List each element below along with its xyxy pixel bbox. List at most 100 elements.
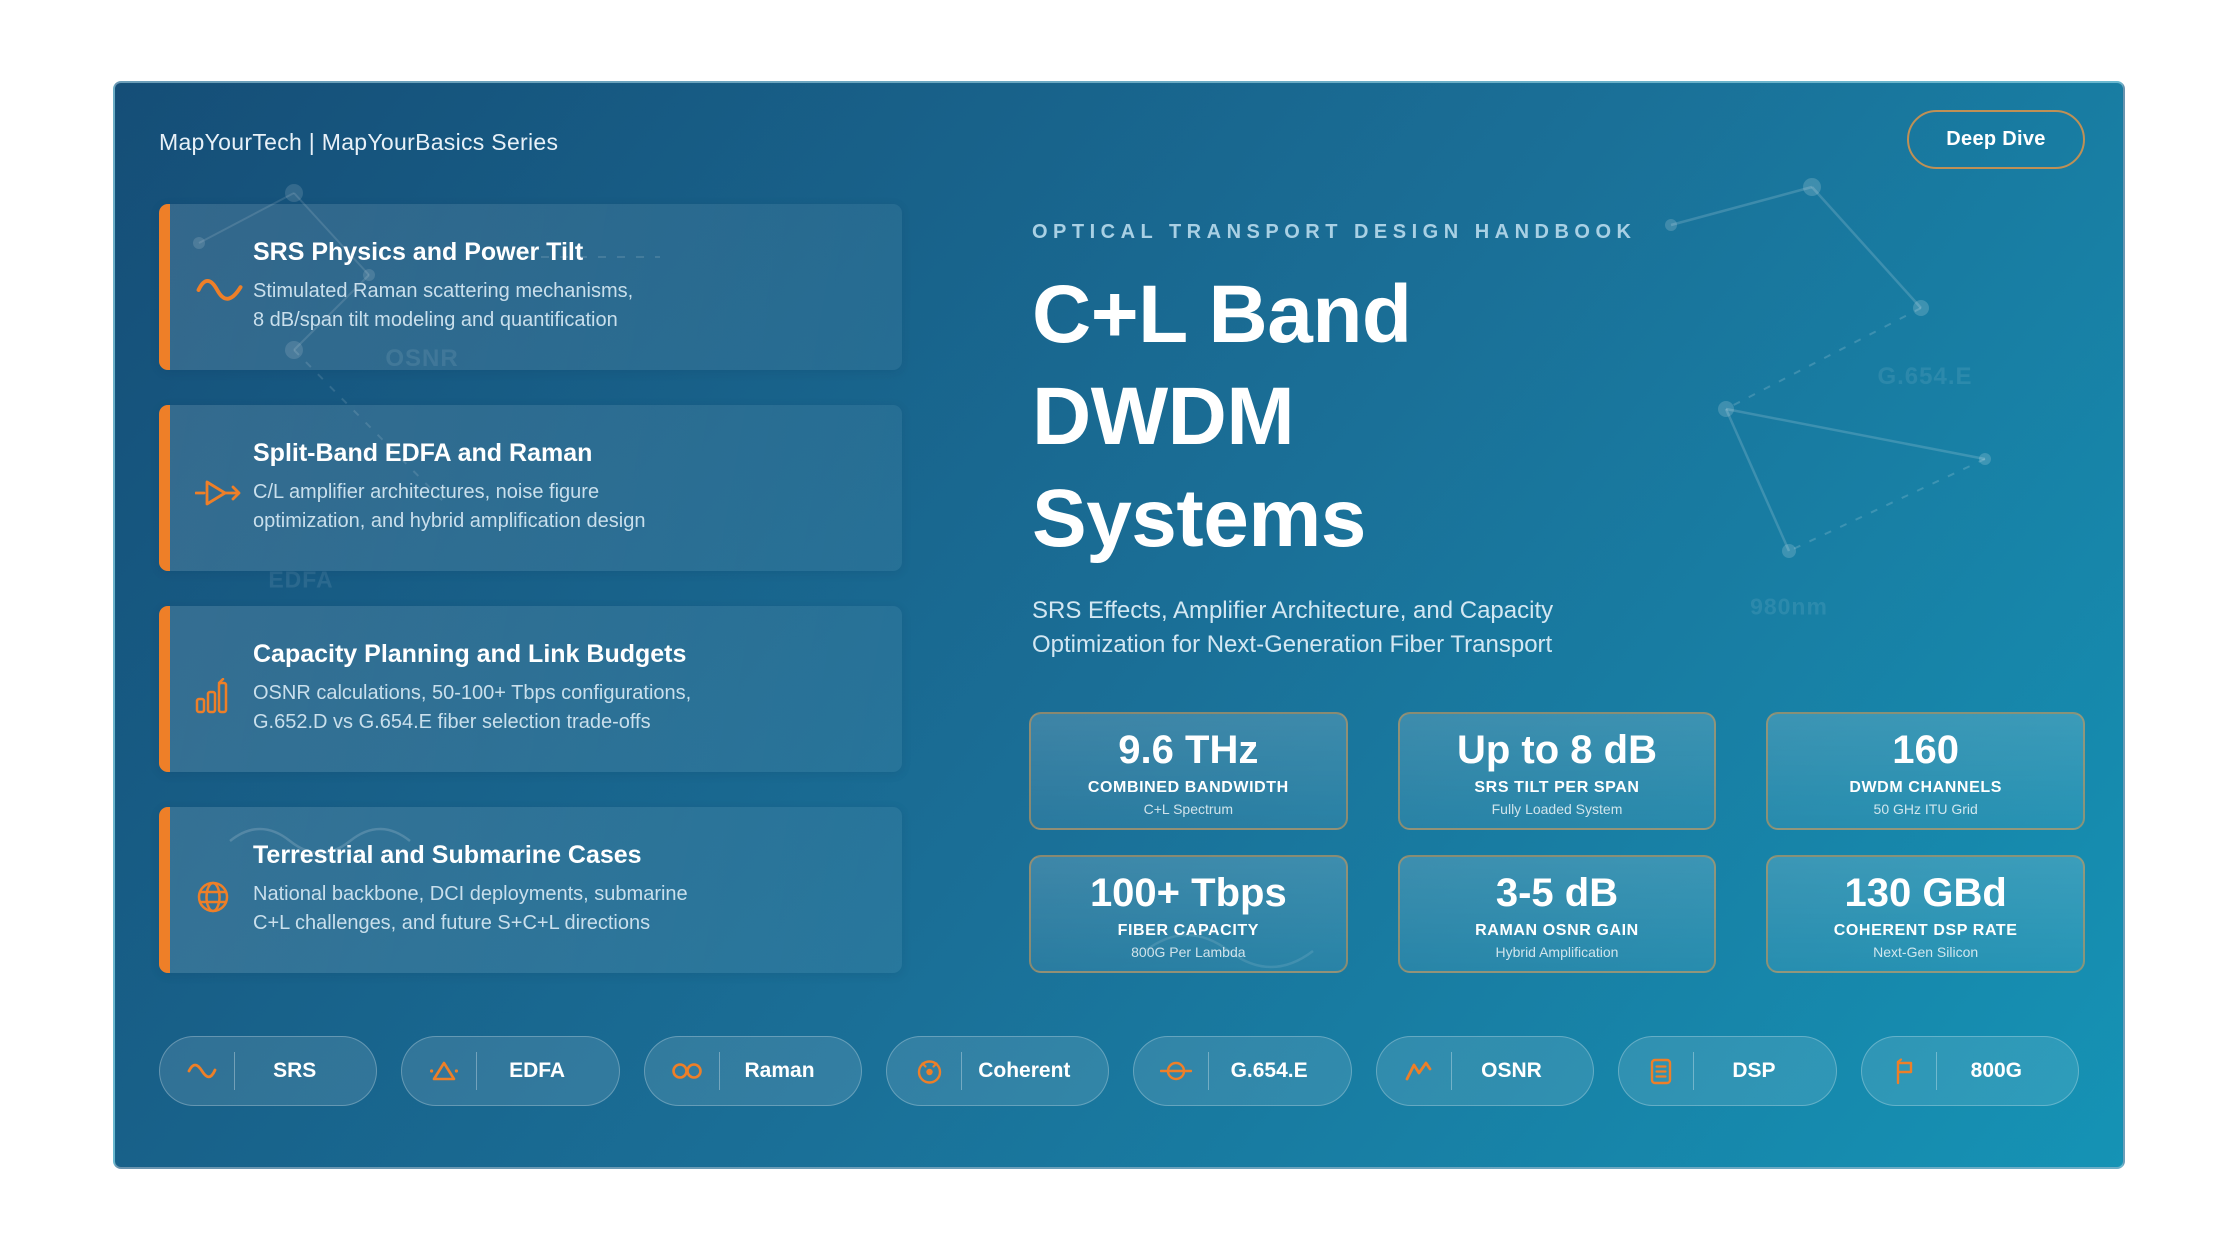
coherent-target-icon [911,1058,947,1085]
tag-label: SRS [273,1059,317,1082]
dsp-chip-icon [1643,1058,1679,1085]
tag-800g: 800G [1860,1036,2080,1106]
topic-title: Terrestrial and Submarine Cases [253,841,642,869]
stat-subtext: Fully Loaded System [1491,800,1623,817]
stat-value: 160 [1892,727,1960,772]
signal-zigzag-icon [1401,1060,1437,1082]
divider [1693,1052,1695,1090]
stat-card-coherent-dsp-rate: 130 GBd COHERENT DSP RATE Next-Gen Silic… [1766,855,2085,973]
topic-desc-line: Stimulated Raman scattering mechanisms, [253,280,634,302]
title-line: DWDM [1032,371,1295,462]
stat-value: 100+ Tbps [1089,870,1287,915]
watermark-osnr: OSNR [385,345,458,373]
title-line: C+L Band [1032,269,1412,360]
globe-icon [195,879,253,973]
background-network-decoration [193,178,1991,969]
stat-value: 130 GBd [1844,870,2007,915]
eyebrow-text: OPTICAL TRANSPORT DESIGN HANDBOOK [1032,221,1637,243]
sine-wave-icon [195,276,253,370]
topic-title: SRS Physics and Power Tilt [253,238,584,266]
topic-title: Split-Band EDFA and Raman [253,439,593,467]
tag-label: DSP [1732,1059,1776,1082]
divider [234,1052,235,1090]
tag-label: Raman [744,1059,815,1082]
page-title: C+L Band DWDM Systems [1032,264,2102,570]
tag-label: Coherent [978,1059,1071,1082]
stat-card-fiber-capacity: 100+ Tbps FIBER CAPACITY 800G Per Lambda [1029,855,1348,973]
title-line: Systems [1032,473,1366,564]
subtitle-text: SRS Effects, Amplifier Architecture, and… [1032,594,2102,662]
stat-subtext: Next-Gen Silicon [1873,943,1979,960]
topic-card-capacity-planning: Capacity Planning and Link Budgets OSNR … [159,606,902,772]
slide-canvas: OSNR EDFA G.654.E 980nm MapYourTech | Ma… [113,81,2125,1169]
sine-wave-icon [184,1061,220,1081]
topic-desc-line: 8 dB/span tilt modeling and quantificati… [253,309,618,331]
topic-description: Stimulated Raman scattering mechanisms, … [253,277,882,335]
watermark-g654e: G.654.E [1877,363,1973,390]
bar-chart-icon [195,678,253,772]
topic-card-terrestrial-submarine: Terrestrial and Submarine Cases National… [159,807,902,973]
tag-coherent: Coherent [886,1036,1110,1106]
tag-srs: SRS [159,1036,378,1106]
hero-section: OPTICAL TRANSPORT DESIGN HANDBOOK C+L Ba… [1032,221,2102,662]
topic-card-split-band-edfa: Split-Band EDFA and Raman C/L amplifier … [159,405,902,571]
stat-card-dwdm-channels: 160 DWDM CHANNELS 50 GHz ITU Grid [1766,712,2085,830]
stat-label: COMBINED BANDWIDTH [1087,778,1289,796]
deep-dive-button[interactable]: Deep Dive [1907,110,2085,169]
stat-label: FIBER CAPACITY [1117,921,1260,939]
tag-raman: Raman [643,1036,863,1106]
topic-description: National backbone, DCI deployments, subm… [253,880,882,938]
stat-value: Up to 8 dB [1457,727,1657,772]
flag-icon [1886,1057,1922,1085]
subtitle-line: Optimization for Next-Generation Fiber T… [1032,631,1553,658]
divider [1208,1052,1210,1090]
stat-card-srs-tilt: Up to 8 dB SRS TILT PER SPAN Fully Loade… [1397,712,1717,830]
topic-title: Capacity Planning and Link Budgets [253,640,687,668]
topic-desc-line: G.652.D vs G.654.E fiber selection trade… [253,711,651,733]
stat-label: SRS TILT PER SPAN [1474,778,1640,796]
stat-label: RAMAN OSNR GAIN [1475,921,1639,939]
divider [1935,1052,1937,1090]
amplifier-triangle-icon [426,1059,462,1083]
tag-label: G.654.E [1230,1059,1308,1082]
tag-label: OSNR [1481,1059,1542,1082]
tag-edfa: EDFA [401,1036,620,1106]
stat-value: 9.6 THz [1118,727,1259,772]
topic-desc-line: OSNR calculations, 50-100+ Tbps configur… [253,682,692,704]
stat-card-raman-osnr-gain: 3-5 dB RAMAN OSNR GAIN Hybrid Amplificat… [1397,855,1717,973]
stat-label: DWDM CHANNELS [1849,778,2002,796]
topic-description: OSNR calculations, 50-100+ Tbps configur… [253,679,882,737]
stat-label: COHERENT DSP RATE [1833,921,2018,939]
stat-card-combined-bandwidth: 9.6 THz COMBINED BANDWIDTH C+L Spectrum [1029,712,1348,830]
tag-row: SRS EDFA Raman [159,1036,2080,1106]
divider [476,1052,478,1090]
fiber-cross-section-icon [1158,1060,1194,1082]
amplifier-icon [195,477,253,571]
stat-subtext: C+L Spectrum [1143,800,1233,817]
topic-description: C/L amplifier architectures, noise figur… [253,478,882,536]
divider [1450,1052,1452,1090]
brand-text: MapYourTech | MapYourBasics Series [159,129,559,155]
divider [718,1052,720,1090]
tag-label: EDFA [509,1059,566,1082]
stat-subtext: Hybrid Amplification [1495,943,1619,960]
tag-dsp: DSP [1618,1036,1837,1106]
topic-desc-line: C/L amplifier architectures, noise figur… [253,481,600,503]
subtitle-line: SRS Effects, Amplifier Architecture, and… [1032,597,1554,624]
tag-g654e: G.654.E [1133,1036,1352,1106]
topic-card-srs-physics: SRS Physics and Power Tilt Stimulated Ra… [159,204,902,370]
stat-subtext: 50 GHz ITU Grid [1873,800,1978,817]
watermark-edfa: EDFA [268,566,334,593]
divider [961,1052,963,1090]
stat-value: 3-5 dB [1495,870,1619,915]
tag-osnr: OSNR [1375,1036,1595,1106]
watermark-980nm: 980nm [1750,593,1828,620]
infinity-icon [669,1062,705,1080]
stats-grid: 9.6 THz COMBINED BANDWIDTH C+L Spectrum … [1029,712,2085,973]
tag-label: 800G [1970,1059,2023,1082]
stat-subtext: 800G Per Lambda [1131,943,1246,960]
topic-list: SRS Physics and Power Tilt Stimulated Ra… [159,204,902,1008]
topic-desc-line: C+L challenges, and future S+C+L directi… [253,912,651,934]
topic-desc-line: optimization, and hybrid amplification d… [253,510,646,532]
topic-desc-line: National backbone, DCI deployments, subm… [253,883,688,905]
